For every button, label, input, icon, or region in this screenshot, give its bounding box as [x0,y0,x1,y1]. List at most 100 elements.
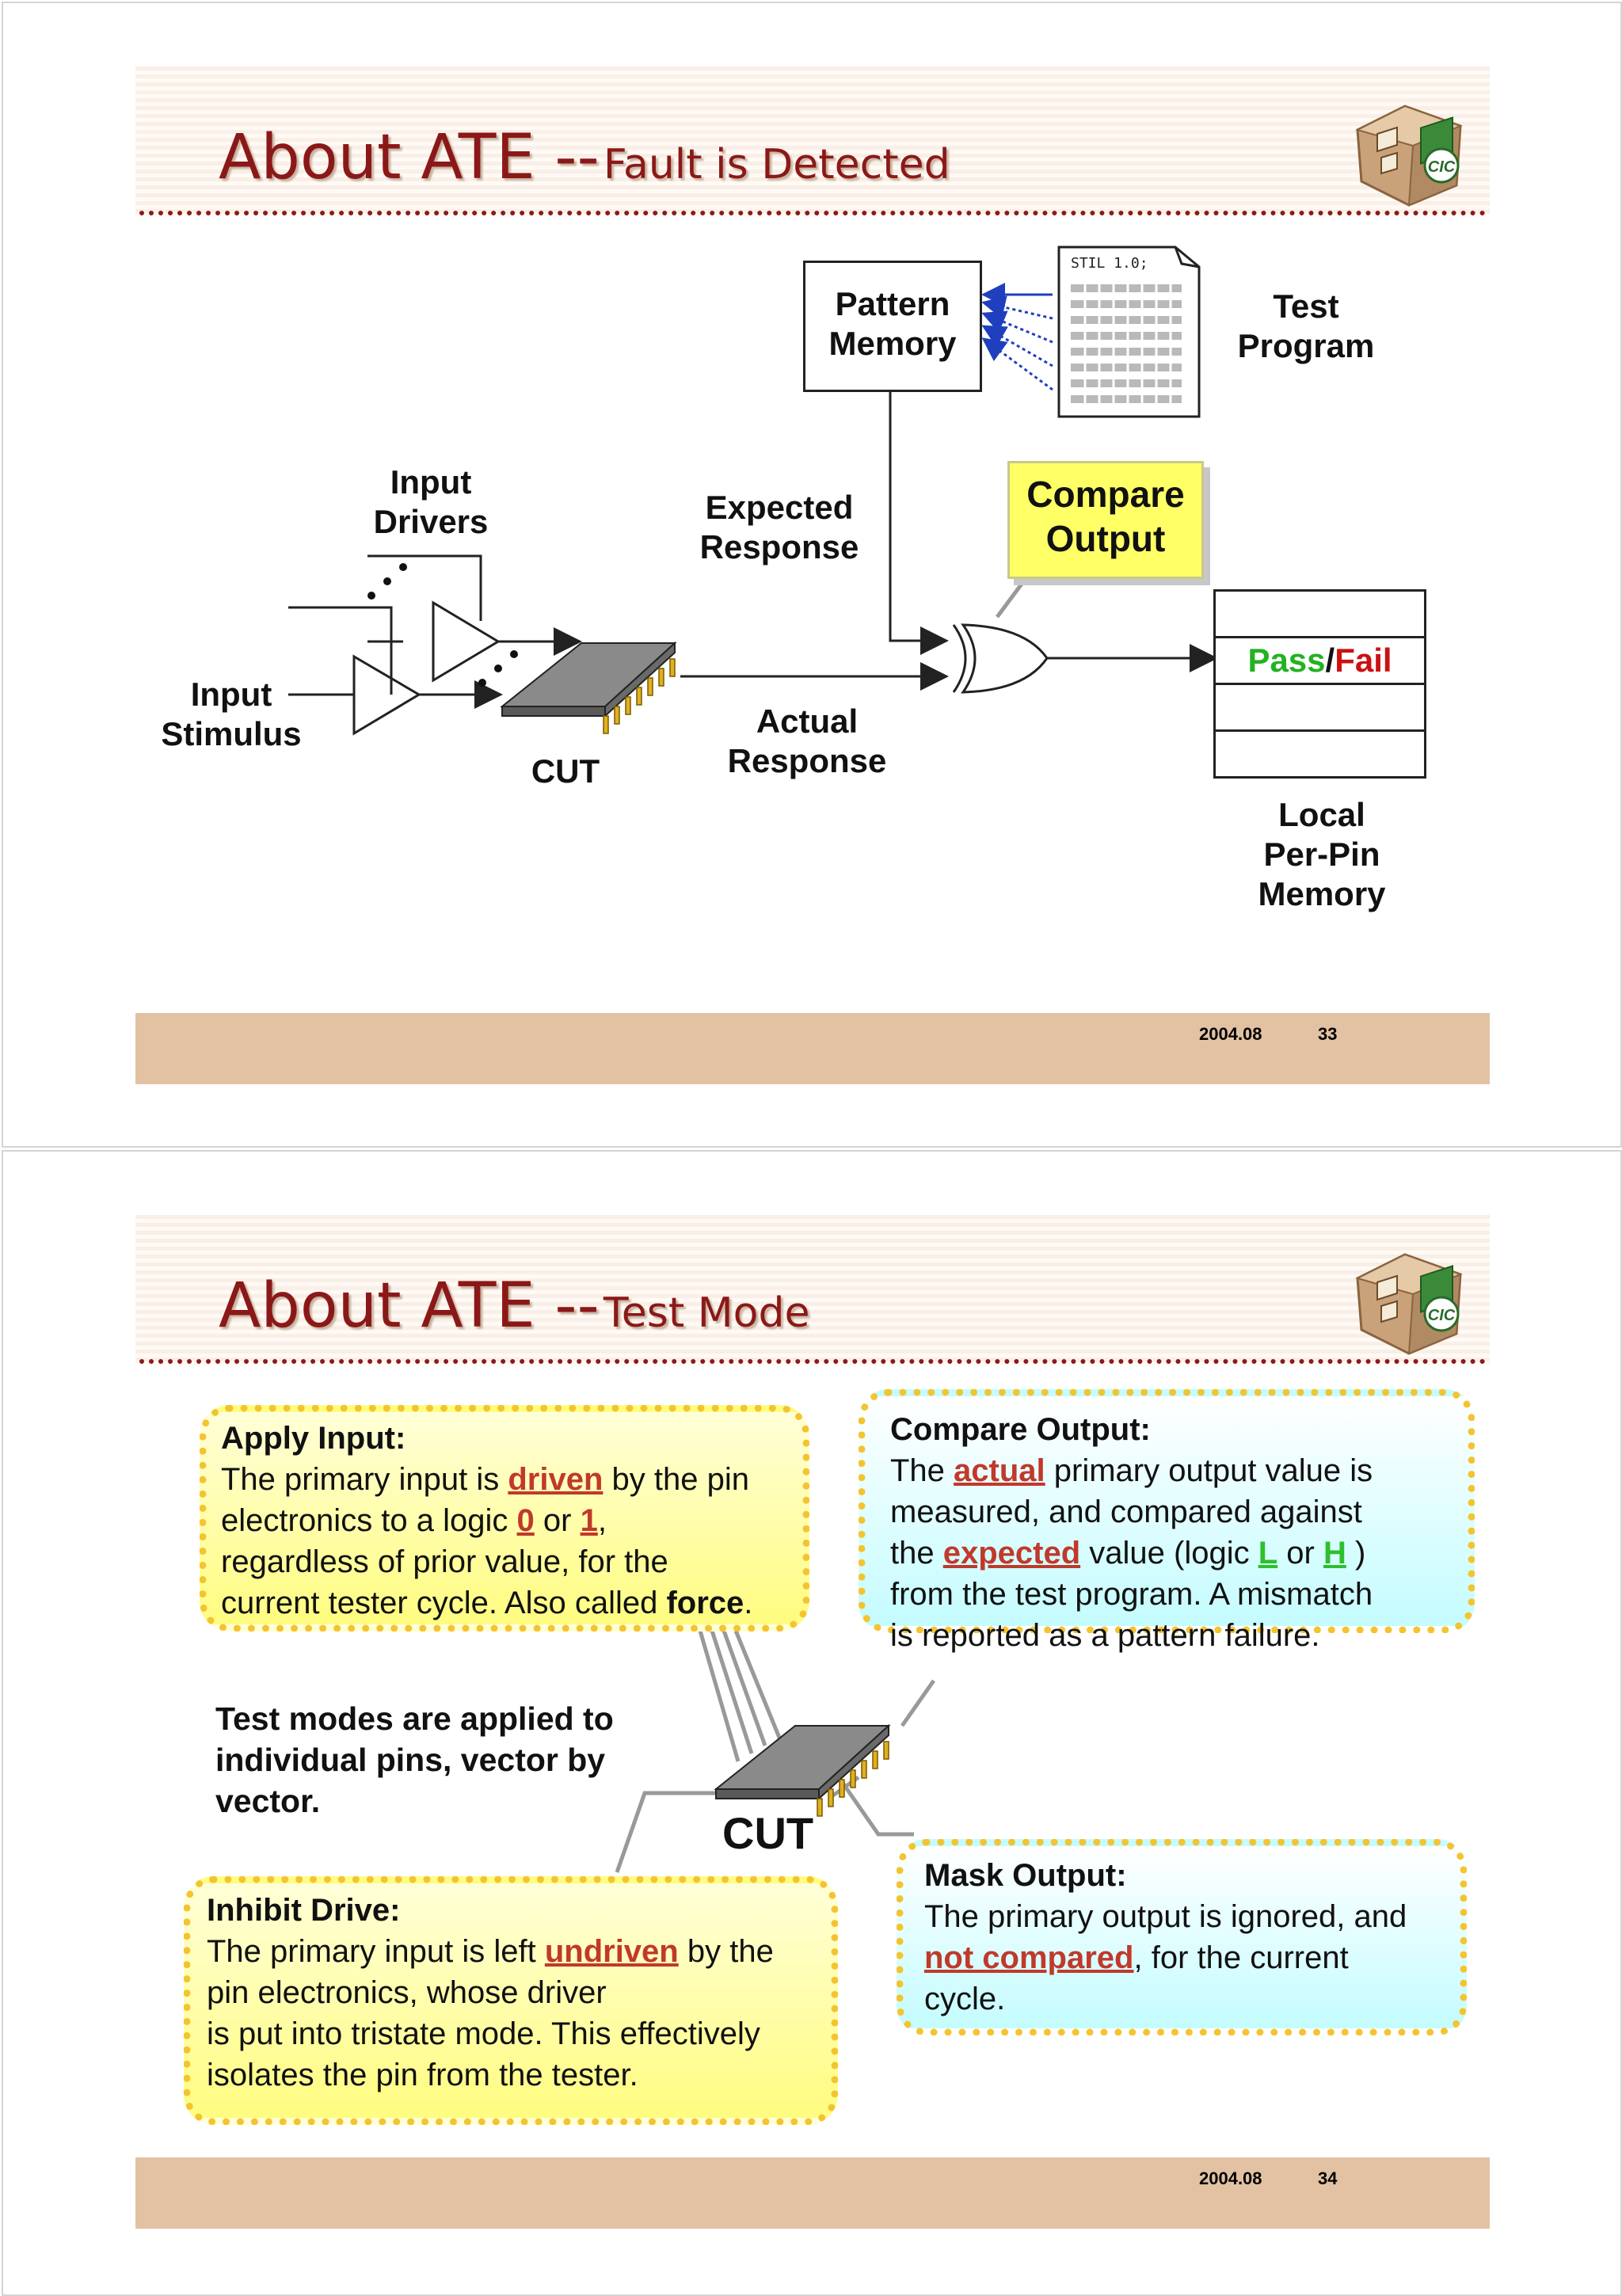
actual-response-label: Actual Response [708,702,906,781]
compare-output-label: Compare Output [1007,472,1204,561]
program-load-arrows [981,283,1053,391]
cut-label: CUT [722,1808,814,1858]
title-band [135,67,1490,217]
pattern-memory-line-2: Memory [828,325,957,362]
input-drivers-line-1: Input [390,463,472,501]
inhibit-drive-heading: Inhibit Drive: [207,1893,401,1928]
footer-page-number: 33 [1318,1024,1338,1044]
inhibit-text-2: by the [678,1934,774,1969]
driver-buffer-lower [352,654,421,736]
compare-output-text: Compare Output: The actual primary outpu… [890,1409,1468,1656]
test-modes-note: Test modes are applied to individual pin… [215,1698,691,1822]
slide-footer: 2004.08 34 [135,2157,1490,2229]
test-program-line-1: Test [1273,287,1339,325]
footer-page-number: 34 [1318,2168,1338,2188]
test-modes-line-2: individual pins, vector by [215,1742,606,1778]
title-main: About ATE -- [219,1270,600,1342]
local-memory-label: Local Per-Pin Memory [1215,795,1429,914]
mask-text-1: The primary output is ignored, and [924,1899,1407,1934]
test-modes-line-1: Test modes are applied to [215,1700,614,1737]
compare-output-line-1: Compare [1026,474,1185,515]
inhibit-drive-text: Inhibit Drive: The primary input is left… [207,1890,840,2096]
compare-expected: expected [942,1536,1081,1571]
compare-text-4: the [890,1536,943,1571]
compare-logic-l: L [1258,1536,1278,1571]
title-sub: Fault is Detected [603,141,950,188]
apply-input-text: Apply Input: The primary input is driven… [221,1418,807,1624]
apply-logic-0: 0 [516,1503,535,1538]
compare-text-7: ) [1346,1536,1366,1571]
slide-footer: 2004.08 33 [135,1013,1490,1084]
cut-chip-icon [714,1723,891,1817]
mask-output-heading: Mask Output: [924,1858,1127,1893]
apply-text-7: current tester cycle. Also called [221,1586,667,1620]
memory-cell-1 [1213,589,1426,638]
apply-text-6: regardless of prior value, for the [221,1544,668,1579]
driver-buffer-upper [432,600,501,683]
pattern-memory-label: Pattern Memory [803,284,982,364]
apply-logic-1: 1 [580,1503,598,1538]
fail-text: Fail [1335,642,1392,679]
inhibit-text-1: The primary input is left [207,1934,545,1969]
apply-text-5: , [597,1503,607,1538]
title-divider [139,1359,1486,1364]
mask-not-compared: not compared [924,1940,1134,1975]
mask-text-2: , for the current [1133,1940,1349,1975]
apply-text-3: electronics to a logic [221,1503,517,1538]
apply-text-4: or [534,1503,581,1538]
mask-output-text: Mask Output: The primary output is ignor… [924,1855,1471,2020]
slide-33: About ATE -- Fault is Detected CIC [2,2,1622,1148]
inhibit-drive-callout [184,1876,838,2125]
apply-input-heading: Apply Input: [221,1421,406,1456]
actual-response-line-2: Response [727,742,887,779]
slide-34: About ATE -- Test Mode CIC [2,1150,1622,2296]
logo-text: CIC [1428,158,1456,176]
inhibit-text-5: isolates the pin from the tester. [207,2058,638,2092]
xor-gate [952,623,1049,694]
compare-output-line-2: Output [1045,518,1166,559]
callout-pointer [995,578,1027,619]
inhibit-text-3: pin electronics, whose driver [207,1975,607,2010]
local-memory-line-1: Local [1278,796,1365,833]
inhibit-text-4: is put into tristate mode. This effectiv… [207,2016,760,2051]
apply-text-8: . [744,1586,753,1620]
local-memory-line-3: Memory [1258,875,1386,912]
cic-logo-icon: CIC [1355,105,1463,207]
apply-force: force [666,1586,744,1620]
pattern-memory-line-1: Pattern [835,285,950,322]
compare-actual: actual [954,1453,1045,1488]
input-drivers-label: Input Drivers [352,463,510,542]
compare-output-callout [1007,461,1204,579]
compare-text-8: from the test program. A mismatch [890,1577,1373,1612]
apply-text-2: by the pin [603,1462,749,1497]
compare-text-6: or [1277,1536,1323,1571]
compare-text-1: The [890,1453,954,1488]
title-main: About ATE -- [219,122,600,193]
compare-logic-h: H [1323,1536,1346,1571]
expected-response-line-2: Response [699,528,859,565]
pattern-memory-box [803,261,982,392]
inhibit-undriven: undriven [544,1934,679,1969]
pass-fail-label: Pass/Fail [1213,641,1426,680]
cic-logo-icon: CIC [1355,1253,1463,1355]
stil-version-text: STIL 1.0; [1071,255,1148,272]
actual-response-line-1: Actual [756,703,859,740]
ate-diagram [288,283,1218,736]
compare-output-callout [859,1389,1475,1633]
cut-label: CUT [531,752,600,790]
expected-response-line-1: Expected [705,489,854,526]
mask-output-callout [897,1839,1467,2035]
local-memory-line-2: Per-Pin [1263,836,1380,873]
test-program-line-2: Program [1237,327,1375,364]
pass-fail-slash: / [1325,642,1335,679]
compare-text-3: measured, and compared against [890,1494,1362,1529]
cut-chip-icon [500,641,677,734]
expected-response-label: Expected Response [684,488,874,567]
memory-cell-4 [1213,729,1426,779]
pass-text: Pass [1247,642,1326,679]
memory-cell-3 [1213,683,1426,732]
footer-date: 2004.08 [1199,2168,1262,2188]
expected-response-wire [889,387,949,655]
title-sub: Test Mode [603,1289,810,1337]
test-modes-line-3: vector. [215,1783,321,1819]
